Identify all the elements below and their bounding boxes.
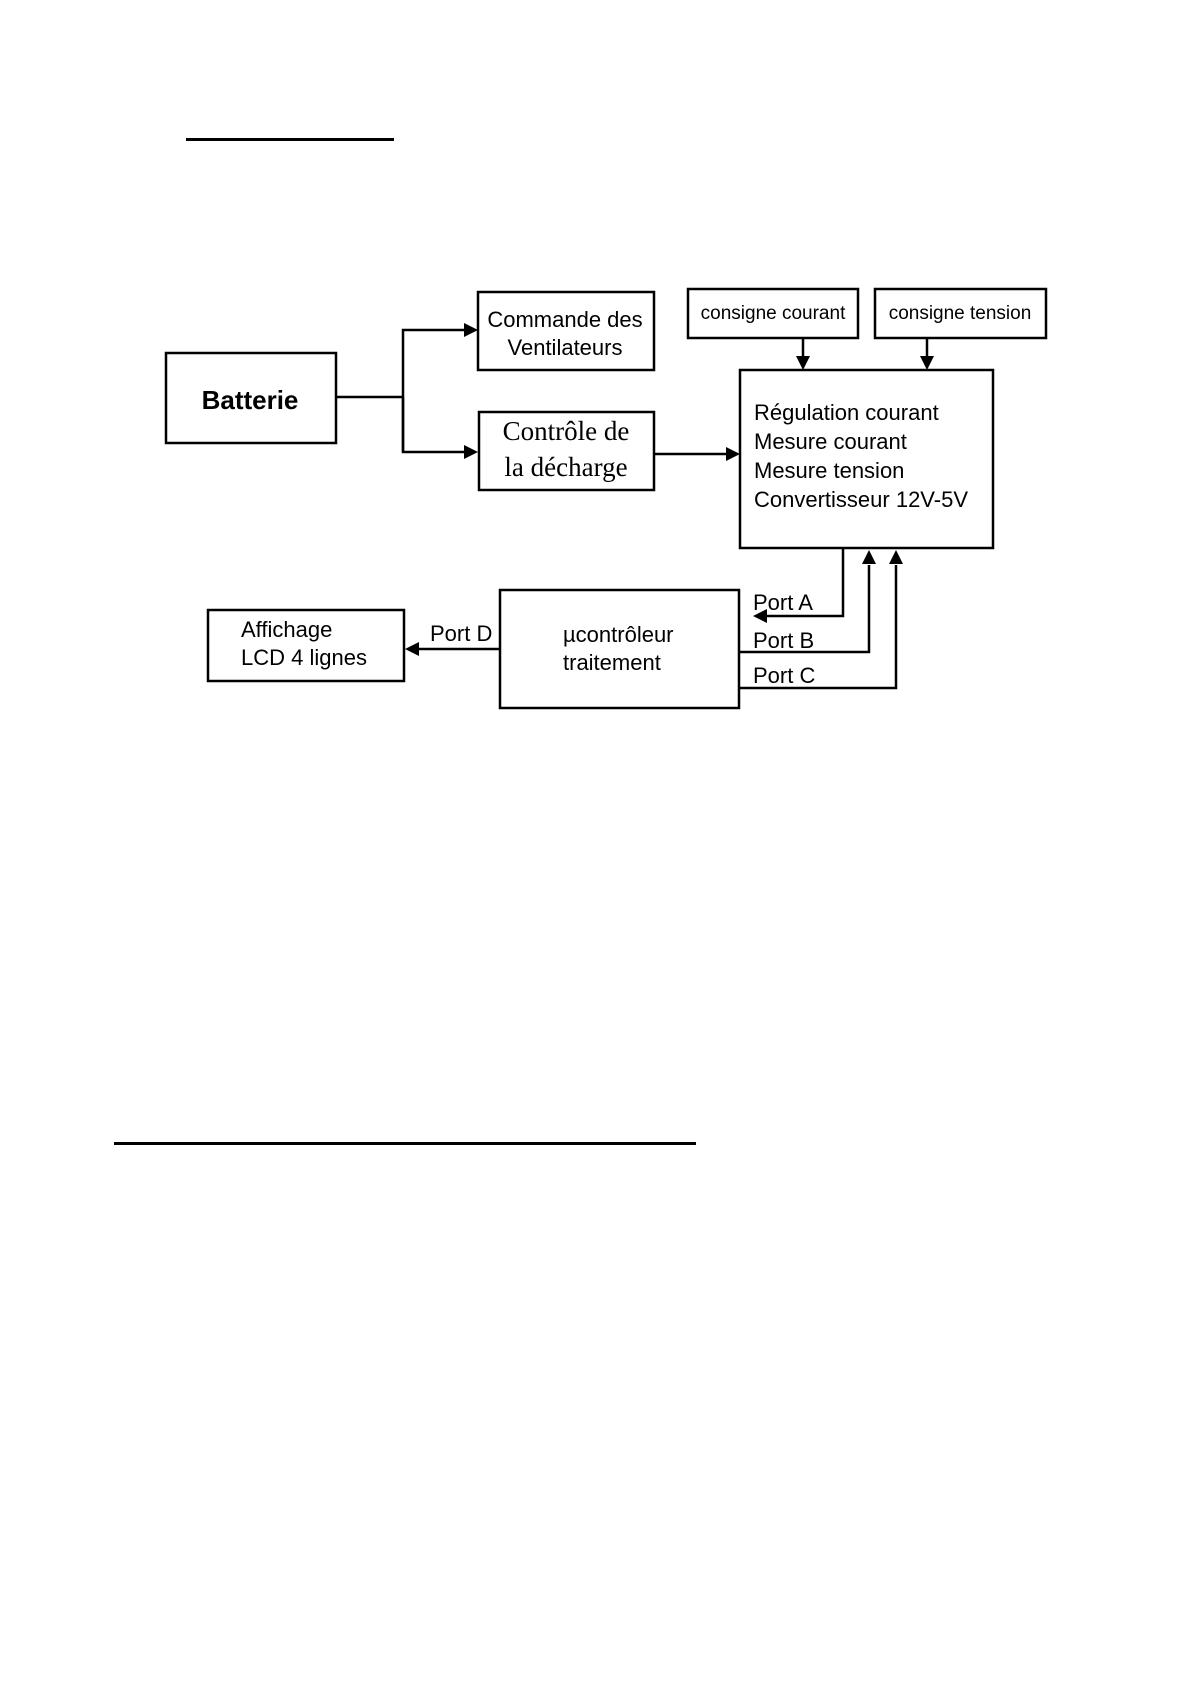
- consigne-courant-label: consigne courant: [701, 303, 846, 324]
- arrow-port-b: [862, 550, 876, 564]
- consigne-tension-label: consigne tension: [889, 303, 1032, 324]
- commande-label-line-1: Commande des: [487, 307, 642, 332]
- affichage-line-1: Affichage: [241, 617, 332, 642]
- arrow-consigne-courant: [796, 356, 810, 370]
- arrow-port-d: [405, 642, 419, 656]
- batterie-label: Batterie: [202, 385, 299, 415]
- regulation-line-1: Régulation courant: [754, 400, 939, 425]
- commande-label-line-2: Ventilateurs: [508, 335, 623, 360]
- arrow-to-commande: [464, 323, 478, 337]
- arrow-to-regulation: [726, 447, 740, 461]
- regulation-line-2: Mesure courant: [754, 429, 907, 454]
- block-commande: Commande des Ventilateurs: [478, 292, 654, 370]
- microcontroleur-line-2: traitement: [563, 650, 661, 675]
- wire-to-commande: [403, 330, 466, 452]
- block-consigne-tension: consigne tension: [875, 289, 1046, 338]
- block-batterie: Batterie: [166, 353, 336, 443]
- wire-to-controle: [403, 397, 466, 452]
- controle-label-line-2: la décharge: [504, 452, 627, 482]
- regulation-line-3: Mesure tension: [754, 458, 904, 483]
- block-regulation: Régulation courant Mesure courant Mesure…: [740, 370, 993, 548]
- microcontroleur-line-1: µcontrôleur: [563, 622, 674, 647]
- port-a-label: Port A: [753, 590, 813, 615]
- arrow-port-c: [889, 550, 903, 564]
- microcontroleur-box: [500, 590, 739, 708]
- port-d-label: Port D: [430, 621, 492, 646]
- block-consigne-courant: consigne courant: [688, 289, 858, 338]
- block-microcontroleur: µcontrôleur traitement: [500, 590, 739, 708]
- block-controle: Contrôle de la décharge: [479, 412, 654, 490]
- arrow-consigne-tension: [920, 356, 934, 370]
- port-b-label: Port B: [753, 628, 814, 653]
- block-affichage: Affichage LCD 4 lignes: [208, 610, 404, 681]
- affichage-line-2: LCD 4 lignes: [241, 645, 367, 670]
- regulation-line-4: Convertisseur 12V-5V: [754, 487, 968, 512]
- controle-label-line-1: Contrôle de: [503, 416, 630, 446]
- port-c-label: Port C: [753, 663, 815, 688]
- arrow-to-controle: [464, 445, 478, 459]
